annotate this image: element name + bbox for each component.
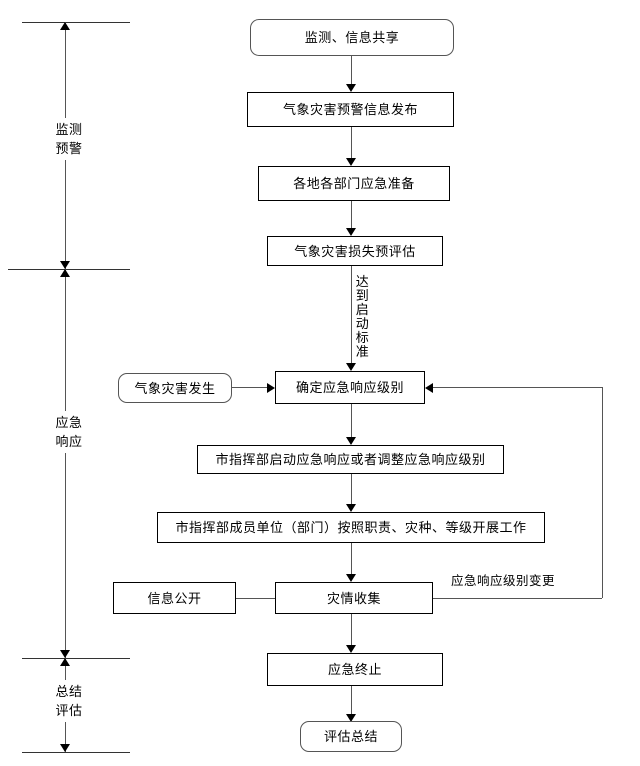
node-disaster-collect[interactable]: 灾情收集 [275,582,433,614]
stage-label-response: 应急 响应 [46,411,92,453]
stage-axis-monitor-arrow-up [60,22,70,30]
connector-warning-to-prepare [351,126,352,158]
node-assess-summary[interactable]: 评估总结 [300,721,402,752]
stage-axis-monitor-arrow-down [60,261,70,269]
edge-label-level-change: 应急响应级别变更 [448,573,559,589]
node-member-units-work[interactable]: 市指挥部成员单位（部门）按照职责、灾种、等级开展工作 [157,512,545,543]
connector-disaster-to-determine-arrow [267,383,275,393]
node-monitor-share[interactable]: 监测、信息共享 [250,19,454,56]
connector-preassess-to-determine [351,265,352,363]
connector-disaster-to-determine [232,387,267,388]
stage-label-monitor-line1: 监测 [55,122,83,137]
connector-terminate-to-summary-arrow [346,714,356,722]
connector-prepare-to-preassess [351,200,352,228]
stage-axis-response-arrow-down [60,650,70,658]
activation-char-5: 标 [355,330,370,345]
connector-citystart-to-memberunits-arrow [346,504,356,512]
stage-label-summary: 总结 评估 [46,680,92,722]
stage-label-response-line1: 应急 [55,415,83,430]
connector-monitor-to-warning-arrow [346,84,356,92]
connector-memberunits-to-collect [351,542,352,574]
activation-char-6: 准 [355,344,370,359]
node-disaster-occurs[interactable]: 气象灾害发生 [118,373,232,403]
feedback-loop-right-segment [602,387,603,598]
node-local-prepare[interactable]: 各地各部门应急准备 [258,166,450,201]
connector-collect-to-terminate-arrow [346,645,356,653]
connector-preassess-to-determine-arrow [346,363,356,371]
stage-label-monitor-line2: 预警 [55,141,83,156]
feedback-loop-bottom-segment [433,598,602,599]
node-loss-preassess[interactable]: 气象灾害损失预评估 [267,236,443,266]
stage-axis-summary-arrow-down [60,744,70,752]
activation-char-3: 启 [355,302,370,317]
connector-prepare-to-preassess-arrow [346,228,356,236]
node-city-start-adjust[interactable]: 市指挥部启动应急响应或者调整应急响应级别 [197,445,504,474]
stage-divider-bottom [22,752,130,753]
node-warning-release[interactable]: 气象灾害预警信息发布 [247,92,454,127]
stage-label-response-line2: 响应 [55,434,83,449]
edge-label-activation-threshold: 达 到 启 动 标 准 [355,275,370,359]
stage-divider-response-summary [22,658,130,659]
feedback-loop-top-segment [433,387,602,388]
stage-axis-response-arrow-up [60,269,70,277]
connector-determine-to-citystart-arrow [346,437,356,445]
feedback-loop-arrow [425,383,433,393]
node-response-terminate[interactable]: 应急终止 [267,653,443,686]
stage-axis-response [65,269,66,658]
activation-char-4: 动 [355,316,370,331]
stage-label-summary-line1: 总结 [55,684,83,699]
stage-label-monitor: 监测 预警 [46,118,92,160]
connector-collect-to-terminate [351,613,352,645]
node-determine-level[interactable]: 确定应急响应级别 [275,371,425,404]
connector-monitor-to-warning [351,55,352,85]
connector-memberunits-to-collect-arrow [346,574,356,582]
connector-warning-to-prepare-arrow [346,158,356,166]
activation-char-1: 达 [355,274,370,289]
connector-terminate-to-summary [351,685,352,714]
connector-citystart-to-memberunits [351,473,352,504]
stage-label-summary-line2: 评估 [55,703,83,718]
stage-axis-summary-arrow-up [60,658,70,666]
stage-divider-top [22,22,130,23]
activation-char-2: 到 [355,288,370,303]
node-info-disclosure[interactable]: 信息公开 [113,582,236,614]
connector-determine-to-citystart [351,403,352,437]
connector-collect-to-disclosure [236,598,275,599]
